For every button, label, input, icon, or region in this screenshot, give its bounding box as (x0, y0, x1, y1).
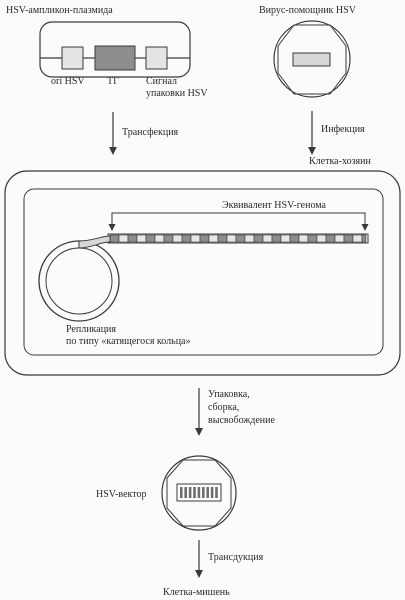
vector-genome-unit (184, 487, 187, 498)
concatemer-unit (190, 234, 201, 243)
signal-label-line2: упаковки HSV (146, 88, 208, 99)
concatemer-unit (253, 234, 264, 243)
concatemer-unit (325, 234, 336, 243)
ori-italic: ori (51, 76, 62, 87)
plasmid-outline (39, 21, 191, 78)
packaging-label-line1: Упаковка, (208, 389, 250, 400)
target-cell-label: Клетка-мишень (163, 587, 230, 598)
plasmid-title: HSV-ампликон-плазмида (6, 5, 113, 16)
ori-hsv: HSV (62, 76, 85, 87)
concatemer-unit (145, 234, 156, 243)
vector-genome-unit (206, 487, 209, 498)
replication-label-line2: по типу «катящегося кольца» (66, 336, 191, 347)
equivalent-bracket (111, 212, 366, 228)
concatemer-unit (271, 234, 282, 243)
concatemer-unit (361, 234, 367, 243)
concatemer-unit (334, 234, 345, 243)
vector-genome-unit (193, 487, 196, 498)
host-cell-label: Клетка-хозяин (309, 156, 371, 167)
vector-genome-unit (180, 487, 183, 498)
packaging-signal-element (145, 46, 168, 70)
concatemer-segments (109, 234, 367, 243)
concatemer-unit (244, 234, 255, 243)
rolling-circle-inner (45, 247, 113, 315)
concatemer-unit (226, 234, 237, 243)
host-cell-inner (23, 188, 384, 356)
tg-element (94, 45, 136, 71)
vector-genome-unit (210, 487, 214, 498)
concatemer-unit (217, 234, 228, 243)
vector-genome-unit (202, 487, 205, 498)
packaging-label-line2: сборка, (208, 402, 239, 413)
vector-capsid (166, 459, 232, 527)
concatemer-unit (154, 234, 165, 243)
vector-genome-unit (197, 487, 201, 498)
ori-label: ori HSV (51, 76, 85, 87)
helper-virus-circle (273, 20, 351, 98)
helper-title: Вирус-помощник HSV (259, 5, 357, 16)
concatemer-unit (343, 234, 354, 243)
rolling-circle-outer (38, 240, 120, 322)
concatemer-unit (298, 234, 309, 243)
tg-label: ТГ (107, 76, 119, 87)
concatemer-unit (352, 234, 363, 243)
concatemer-unit (280, 234, 291, 243)
host-cell-outer (4, 170, 401, 376)
infection-label: Инфекция (321, 124, 365, 135)
replication-label-line1: Репликация (66, 324, 116, 335)
concatemer-unit (316, 234, 327, 243)
vector-genome-segments (180, 487, 218, 498)
concatemer-unit (109, 234, 120, 243)
helper-capsid (277, 24, 347, 95)
packaging-label-line3: высвобождение (208, 415, 276, 426)
concatemer-unit (163, 234, 174, 243)
rolling-circle-strand (78, 235, 111, 249)
genome-equivalent-label: Эквивалент HSV-генома (222, 200, 327, 211)
concatemer-unit (118, 234, 129, 243)
vector-circle (161, 455, 237, 531)
ori-element (61, 46, 84, 70)
concatemer-unit (289, 234, 300, 243)
concatemer-unit (172, 234, 183, 243)
concatemer-unit (208, 234, 219, 243)
helper-genome (292, 52, 331, 67)
vector-label: HSV-вектор (96, 489, 146, 500)
signal-label-line1: Сигнал (146, 76, 177, 87)
concatemer-unit (181, 234, 192, 243)
concatemer-unit (307, 234, 318, 243)
transduction-label: Трансдукция (208, 552, 264, 563)
concatemer-unit (136, 234, 147, 243)
vector-genome-unit (188, 487, 192, 498)
concatemer-unit (262, 234, 273, 243)
vector-genome-unit (215, 487, 218, 498)
transfection-label: Трансфекция (122, 127, 179, 138)
concatemer-unit (127, 234, 138, 243)
concatemer-unit (235, 234, 246, 243)
concatemer-unit (199, 234, 210, 243)
